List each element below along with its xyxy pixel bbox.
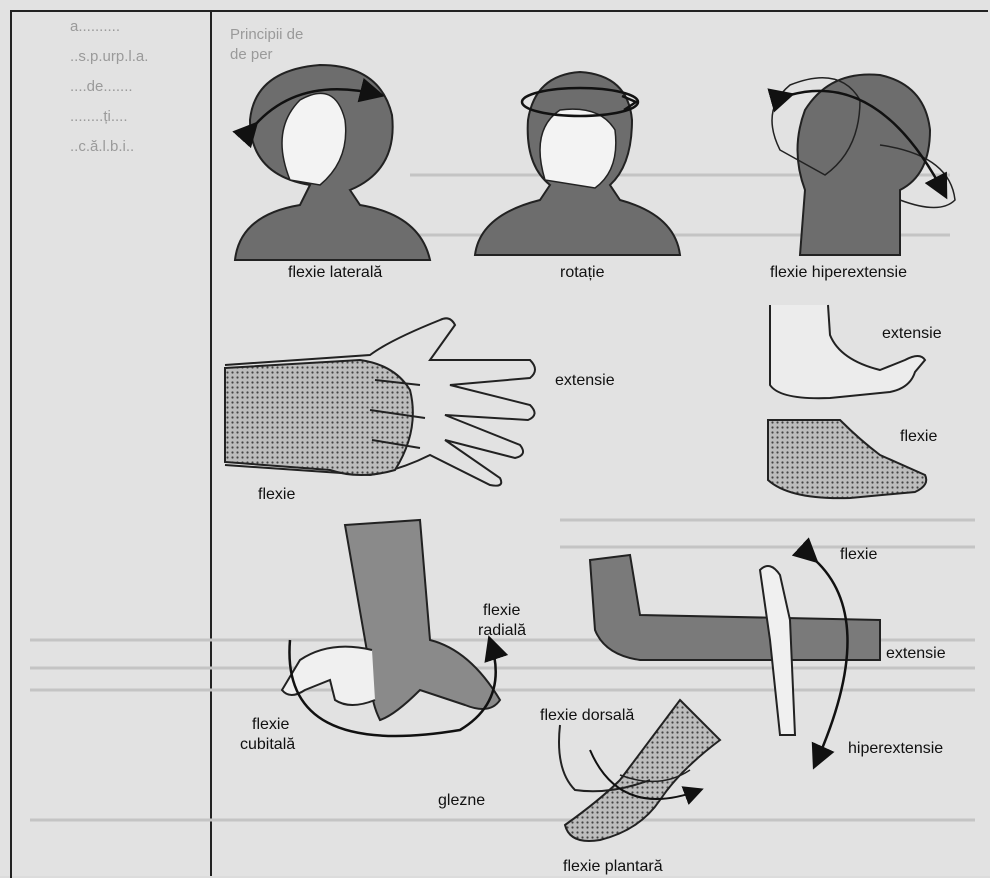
ghost-left-2: ..s.p.urp.l.a. [70, 48, 148, 66]
head-rotation-figure [475, 72, 680, 255]
label-flexie-dorsala: flexie dorsală [540, 707, 634, 725]
label-extensie-mana: extensie [555, 372, 615, 390]
label-flexie-laterala: flexie laterală [288, 264, 382, 282]
head-flexion-hyperextension-figure [772, 74, 955, 255]
label-glezne: glezne [438, 792, 485, 810]
wrist-radial-ulnar-figure [282, 520, 500, 736]
label-extensie-brat: extensie [886, 645, 946, 663]
label-flexie-cubitala-1: flexie [252, 716, 289, 734]
foot-extension-figure [770, 305, 925, 398]
label-flexie-brat: flexie [840, 546, 877, 564]
label-extensie-picior: extensie [882, 325, 942, 343]
ghost-left-1: a.......... [70, 18, 120, 36]
label-flexie-hiperextensie: flexie hiperextensie [770, 264, 907, 282]
ghost-left-5: ..c.ă.l.b.i.. [70, 138, 134, 156]
ghost-left-3: ....de....... [70, 78, 133, 96]
label-rotatie: rotație [560, 264, 604, 282]
label-flexie-picior: flexie [900, 428, 937, 446]
label-hiperextensie-brat: hiperextensie [848, 740, 943, 758]
label-flexie-mana: flexie [258, 486, 295, 504]
elbow-flexion-extension-figure [590, 555, 880, 765]
label-flexie-cubitala-2: cubitală [240, 736, 295, 754]
label-flexie-plantara: flexie plantară [563, 858, 663, 876]
label-flexie-radiala-1: flexie [483, 602, 520, 620]
hand-extension-flexion-figure [225, 318, 535, 485]
ghost-left-4: ........ți.... [70, 108, 128, 126]
label-flexie-radiala-2: radială [478, 622, 526, 640]
head-lateral-flexion-figure [235, 65, 430, 260]
